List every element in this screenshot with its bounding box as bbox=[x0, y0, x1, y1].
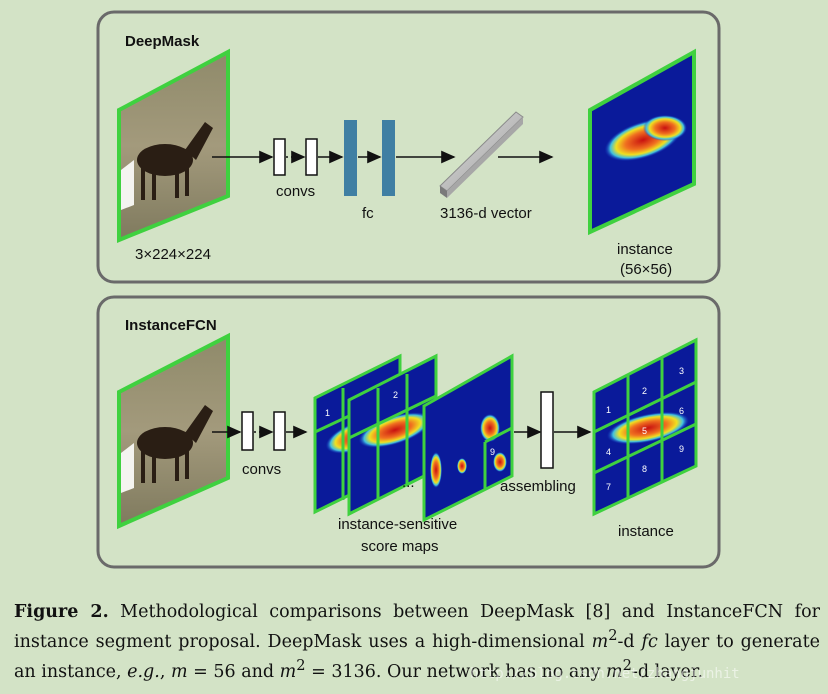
caption-math: m bbox=[170, 661, 188, 682]
caption-text: -d layer. bbox=[631, 661, 703, 682]
caption-math: fc bbox=[641, 631, 658, 652]
caption-text: -d bbox=[617, 631, 642, 652]
caption-sup: 2 bbox=[622, 656, 632, 674]
deepmask-output-heatmap bbox=[588, 48, 696, 236]
deepmask-title: DeepMask bbox=[125, 33, 200, 50]
fc-layer bbox=[382, 120, 395, 196]
grid-number: 4 bbox=[606, 447, 611, 457]
instancefcn-title: InstanceFCN bbox=[125, 317, 217, 334]
fc-layer bbox=[344, 120, 357, 196]
score-maps-label-1: instance-sensitive bbox=[338, 516, 457, 533]
grid-number: 9 bbox=[679, 444, 684, 454]
score-map-number: 9 bbox=[490, 447, 495, 457]
deepmask-frame bbox=[96, 10, 721, 284]
caption-math: m bbox=[279, 661, 297, 682]
conv-layer bbox=[273, 138, 286, 176]
figure-diagram: DeepMask 3×224×224 convs fc bbox=[96, 10, 721, 569]
grid-number: 2 bbox=[642, 386, 647, 396]
conv-layer bbox=[241, 411, 254, 451]
deepmask-convs-label: convs bbox=[276, 183, 315, 200]
caption-text: , bbox=[159, 661, 171, 682]
grid-number: 8 bbox=[642, 464, 647, 474]
score-map-number: 2 bbox=[393, 390, 398, 400]
score-maps-stack: 1 2 9 bbox=[313, 353, 514, 523]
grid-number: 6 bbox=[679, 406, 684, 416]
caption-text: layer to generate an instance, bbox=[14, 631, 820, 682]
caption-math: m bbox=[606, 661, 623, 682]
caption-eg: e.g. bbox=[127, 661, 160, 682]
instancefcn-output-label: instance bbox=[618, 523, 674, 540]
score-map-number: 1 bbox=[325, 408, 330, 418]
figure-label: Figure 2. bbox=[14, 602, 109, 622]
horse-body bbox=[137, 144, 193, 176]
caption-text: = 56 and bbox=[187, 661, 280, 682]
horse-neck bbox=[185, 122, 213, 160]
deepmask-output-label-1: instance bbox=[617, 241, 673, 258]
assembling-label: assembling bbox=[500, 478, 576, 495]
instancefcn-output-grid: 1 2 3 4 5 6 7 8 9 bbox=[592, 337, 698, 517]
watermark: http://blog.csdn.net/zhangjunhit bbox=[470, 666, 740, 682]
caption-math: m bbox=[591, 631, 609, 652]
instancefcn-panel: InstanceFCN convs 1 bbox=[96, 295, 721, 569]
assembling-layer bbox=[540, 391, 554, 469]
deepmask-panel: DeepMask 3×224×224 convs fc bbox=[96, 10, 721, 284]
deepmask-input-image bbox=[117, 48, 230, 243]
caption-sup: 2 bbox=[608, 627, 618, 644]
score-maps-ellipsis: ... bbox=[402, 474, 415, 491]
grid-number: 3 bbox=[679, 366, 684, 376]
deepmask-output-label-2: (56×56) bbox=[620, 261, 672, 278]
grid-number: 7 bbox=[606, 482, 611, 492]
grid-number: 1 bbox=[606, 405, 611, 415]
deepmask-input-label: 3×224×224 bbox=[135, 246, 211, 263]
vector-bar bbox=[439, 111, 524, 198]
grid-number: 5 bbox=[642, 426, 647, 436]
conv-layer bbox=[305, 138, 318, 176]
score-maps-label-2: score maps bbox=[361, 538, 439, 555]
instancefcn-input-image bbox=[117, 332, 230, 530]
caption-sup: 2 bbox=[296, 656, 306, 674]
figure-caption: Figure 2. Methodological comparisons bet… bbox=[14, 600, 820, 684]
caption-text: = 3136. Our network has no any bbox=[305, 661, 607, 682]
deepmask-vector-label: 3136-d vector bbox=[440, 205, 532, 222]
conv-layer bbox=[273, 411, 286, 451]
deepmask-fc-label: fc bbox=[362, 205, 374, 222]
instancefcn-convs-label: convs bbox=[242, 461, 281, 478]
caption-text: Methodological comparisons between DeepM… bbox=[14, 602, 820, 652]
